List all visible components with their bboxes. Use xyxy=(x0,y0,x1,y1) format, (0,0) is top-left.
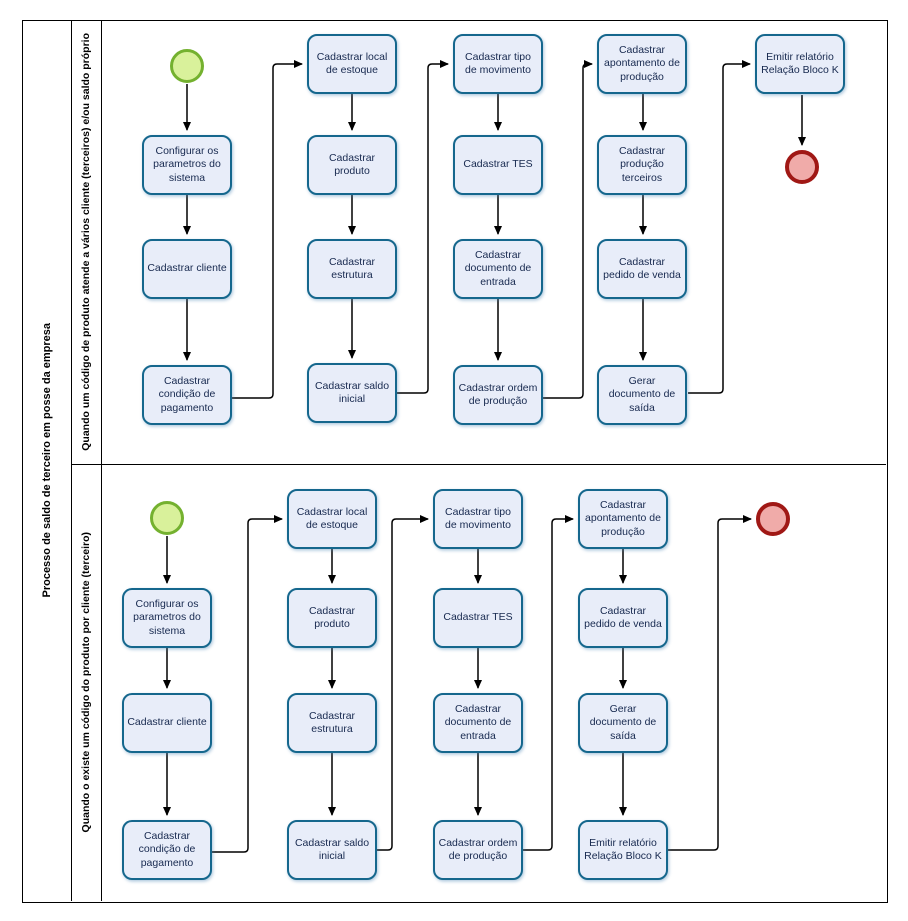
lane1-task-cadastrar-cliente: Cadastrar cliente xyxy=(142,239,232,299)
lane2-task-cadastrar-local-estoque: Cadastrar local de estoque xyxy=(287,489,377,549)
lane-1-header: Quando um código de produto atende a vár… xyxy=(71,20,101,464)
lane1-task-cadastrar-pedido-venda: Cadastrar pedido de venda xyxy=(597,239,687,299)
lane-1-label: Quando um código de produto atende a vár… xyxy=(80,33,92,451)
lane1-end-event xyxy=(785,150,819,184)
lane2-task-configurar-parametros: Configurar os parametros do sistema xyxy=(122,588,212,648)
lane1-task-cadastrar-ordem-producao: Cadastrar ordem de produção xyxy=(453,365,543,425)
lane1-task-cadastrar-producao-terceiros: Cadastrar produção terceiros xyxy=(597,135,687,195)
lane1-task-gerar-documento-saida: Gerar documento de saída xyxy=(597,365,687,425)
lane2-task-gerar-documento-saida: Gerar documento de saída xyxy=(578,693,668,753)
lane1-task-cadastrar-saldo-inicial: Cadastrar saldo inicial xyxy=(307,363,397,423)
lane1-task-cadastrar-local-estoque: Cadastrar local de estoque xyxy=(307,34,397,94)
lane-divider xyxy=(71,464,886,465)
lane2-task-emitir-relatorio-bloco-k: Emitir relatório Relação Bloco K xyxy=(578,820,668,880)
lane2-task-cadastrar-produto: Cadastrar produto xyxy=(287,588,377,648)
lane2-task-cadastrar-condicao-pagamento: Cadastrar condição de pagamento xyxy=(122,820,212,880)
lane1-start-event xyxy=(170,49,204,83)
lane1-task-cadastrar-estrutura: Cadastrar estrutura xyxy=(307,239,397,299)
pool-border xyxy=(22,20,888,903)
lane1-task-cadastrar-produto: Cadastrar produto xyxy=(307,135,397,195)
lane1-task-cadastrar-condicao-pagamento: Cadastrar condição de pagamento xyxy=(142,365,232,425)
lane1-task-emitir-relatorio-bloco-k: Emitir relatório Relação Bloco K xyxy=(755,34,845,94)
lane-2-label: Quando o existe um código do produto por… xyxy=(80,532,92,833)
lane2-task-cadastrar-tes: Cadastrar TES xyxy=(433,588,523,648)
lane1-task-cadastrar-documento-entrada: Cadastrar documento de entrada xyxy=(453,239,543,299)
lane1-task-cadastrar-tipo-movimento: Cadastrar tipo de movimento xyxy=(453,34,543,94)
lane-header-band xyxy=(71,20,102,901)
lane2-task-cadastrar-pedido-venda: Cadastrar pedido de venda xyxy=(578,588,668,648)
lane2-task-cadastrar-cliente: Cadastrar cliente xyxy=(122,693,212,753)
lane2-task-cadastrar-ordem-producao: Cadastrar ordem de produção xyxy=(433,820,523,880)
lane2-task-cadastrar-estrutura: Cadastrar estrutura xyxy=(287,693,377,753)
lane2-task-cadastrar-saldo-inicial: Cadastrar saldo inicial xyxy=(287,820,377,880)
lane2-end-event xyxy=(756,502,790,536)
lane1-task-cadastrar-tes: Cadastrar TES xyxy=(453,135,543,195)
pool-header: Processo de saldo de terceiro em posse d… xyxy=(22,20,72,901)
lane1-task-configurar-parametros: Configurar os parametros do sistema xyxy=(142,135,232,195)
lane-2-header: Quando o existe um código do produto por… xyxy=(71,464,101,901)
lane2-task-cadastrar-apontamento-producao: Cadastrar apontamento de produção xyxy=(578,489,668,549)
pool-title: Processo de saldo de terceiro em posse d… xyxy=(40,323,53,598)
lane1-task-cadastrar-apontamento-producao: Cadastrar apontamento de produção xyxy=(597,34,687,94)
lane2-task-cadastrar-tipo-movimento: Cadastrar tipo de movimento xyxy=(433,489,523,549)
lane2-task-cadastrar-documento-entrada: Cadastrar documento de entrada xyxy=(433,693,523,753)
lane2-start-event xyxy=(150,501,184,535)
